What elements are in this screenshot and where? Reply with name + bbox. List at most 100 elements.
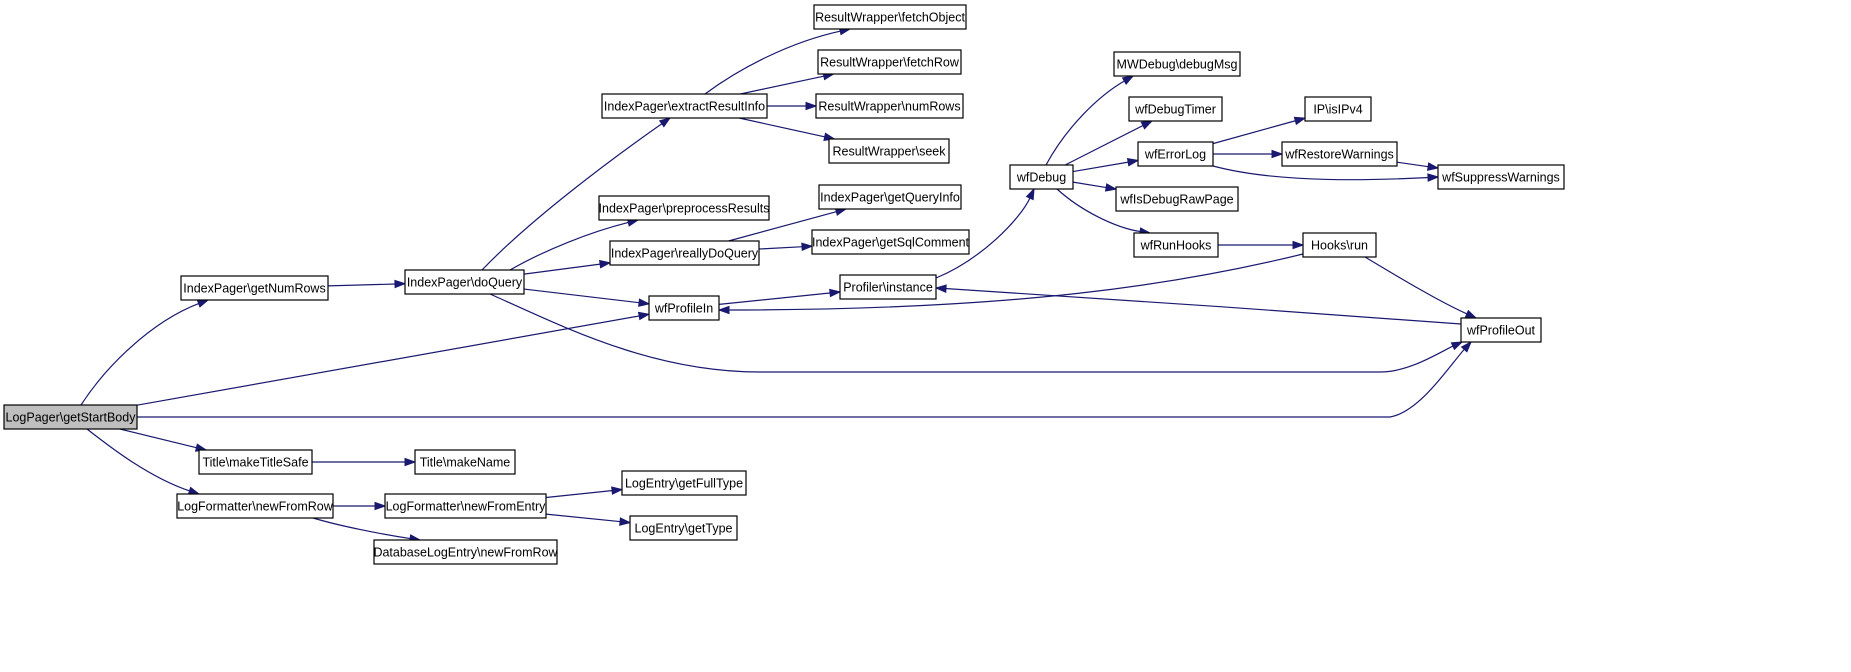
node-wfDebugTimer[interactable]: wfDebugTimer (1128, 96, 1223, 122)
node-box (621, 470, 747, 496)
node-profilerInstance[interactable]: Profiler\instance (839, 274, 937, 300)
edge-line (545, 489, 614, 499)
edge-arrowhead (1292, 240, 1305, 250)
node-box (180, 275, 329, 301)
edge-hooksRun-to-wfProfileIn (717, 253, 1304, 315)
node-box (818, 184, 962, 210)
edge-line (728, 210, 838, 242)
edge-line (758, 246, 804, 250)
node-newFromRow[interactable]: LogFormatter\newFromRow (176, 493, 334, 519)
node-getType[interactable]: LogEntry\getType (629, 515, 738, 541)
node-numRows[interactable]: ResultWrapper\numRows (815, 93, 964, 119)
node-dbNewFromRow[interactable]: DatabaseLogEntry\newFromRow (373, 539, 559, 565)
node-label: ResultWrapper\numRows (818, 100, 960, 114)
node-extractResultInfo[interactable]: IndexPager\extractResultInfo (601, 93, 768, 119)
node-fetchRow[interactable]: ResultWrapper\fetchRow (817, 49, 962, 75)
edge-newFromEntry-to-getType (545, 513, 632, 526)
node-wfRestoreWarnings[interactable]: wfRestoreWarnings (1281, 141, 1398, 167)
node-wfErrorLog[interactable]: wfErrorLog (1137, 141, 1214, 167)
edge-wfErrorLog-to-wfSuppressWarnings (1212, 165, 1440, 182)
edge-getNumRows-to-doQuery (327, 279, 407, 289)
node-wfDebug[interactable]: wfDebug (1009, 164, 1074, 190)
node-label: Title\makeName (420, 456, 511, 470)
node-wfSuppressWarnings[interactable]: wfSuppressWarnings (1437, 164, 1565, 190)
edge-arrowhead (599, 259, 612, 269)
node-label: DatabaseLogEntry\newFromRow (373, 546, 558, 560)
edge-line (1056, 188, 1142, 233)
node-getNumRows[interactable]: IndexPager\getNumRows (180, 275, 329, 301)
node-label: wfProfileIn (654, 302, 713, 316)
node-doQuery[interactable]: IndexPager\doQuery (404, 269, 525, 295)
edge-arrowhead (1104, 183, 1118, 192)
edge-extractResultInfo-to-fetchRow (740, 71, 836, 95)
edge-arrowhead (717, 305, 730, 315)
edge-arrowhead (611, 486, 624, 495)
node-box (828, 138, 950, 164)
node-wfIsDebugRawPage[interactable]: wfIsDebugRawPage (1115, 186, 1239, 212)
node-getSqlComment[interactable]: IndexPager\getSqlComment (811, 229, 970, 255)
node-box (815, 93, 964, 119)
edge-line (718, 292, 832, 305)
node-wfProfileOut[interactable]: wfProfileOut (1460, 317, 1542, 343)
node-wfRunHooks[interactable]: wfRunHooks (1133, 232, 1219, 258)
edge-line (727, 253, 1304, 311)
edge-line (509, 221, 630, 271)
edge-newFromEntry-to-getFullType (545, 486, 624, 499)
node-reallyDoQuery[interactable]: IndexPager\reallyDoQuery (609, 240, 760, 266)
node-label: Profiler\instance (843, 281, 933, 295)
node-label: wfErrorLog (1144, 148, 1206, 162)
node-box (384, 493, 547, 519)
node-label: wfRunHooks (1140, 239, 1212, 253)
node-box (598, 195, 770, 221)
node-preprocessResults[interactable]: IndexPager\preprocessResults (598, 195, 770, 221)
node-root[interactable]: LogPager\getStartBody (3, 404, 138, 430)
node-makeName[interactable]: Title\makeName (414, 449, 516, 475)
node-label: IndexPager\getNumRows (183, 282, 325, 296)
node-box (1128, 96, 1223, 122)
edge-wfRunHooks-to-hooksRun (1218, 240, 1305, 250)
node-seek[interactable]: ResultWrapper\seek (828, 138, 950, 164)
node-label: Hooks\run (1311, 239, 1368, 253)
edge-wfErrorLog-to-isIPv4 (1212, 116, 1307, 145)
edge-arrowhead (196, 299, 210, 308)
edge-line (481, 122, 663, 271)
edge-line (136, 315, 641, 406)
node-makeTitleSafe[interactable]: Title\makeTitleSafe (198, 449, 313, 475)
node-label: IndexPager\getQueryInfo (820, 191, 960, 205)
node-newFromEntry[interactable]: LogFormatter\newFromEntry (384, 493, 547, 519)
edge-root-to-wfProfileOut (137, 340, 1472, 418)
node-wfProfileIn[interactable]: wfProfileIn (648, 295, 720, 321)
node-getFullType[interactable]: LogEntry\getFullType (621, 470, 747, 496)
edge-arrowhead (934, 284, 947, 293)
node-box (1437, 164, 1565, 190)
edge-root-to-wfProfileIn (136, 311, 651, 406)
edge-line (1396, 161, 1430, 168)
edge-line (80, 302, 200, 406)
edge-line (327, 283, 397, 287)
node-label: LogPager\getStartBody (6, 411, 137, 425)
node-label: LogEntry\getFullType (625, 477, 743, 491)
node-hooksRun[interactable]: Hooks\run (1302, 232, 1377, 258)
node-debugMsg[interactable]: MWDebug\debugMsg (1113, 51, 1241, 77)
edge-doQuery-to-wfProfileOut (489, 293, 1464, 373)
edge-line (1212, 165, 1430, 181)
node-label: wfIsDebugRawPage (1119, 193, 1233, 207)
edge-arrowhead (1126, 157, 1140, 167)
edge-arrowhead (1460, 340, 1472, 353)
edge-arrowhead (1271, 149, 1284, 159)
node-box (414, 449, 516, 475)
edge-line (312, 517, 412, 540)
edge-line (523, 263, 602, 275)
node-box (1460, 317, 1542, 343)
node-label: LogFormatter\newFromRow (177, 500, 334, 514)
node-label: IndexPager\doQuery (407, 276, 523, 290)
edge-arrowhead (1427, 173, 1440, 182)
edge-newFromRow-to-dbNewFromRow (312, 517, 422, 543)
node-getQueryInfo[interactable]: IndexPager\getQueryInfo (818, 184, 962, 210)
edge-arrowhead (805, 101, 818, 111)
node-isIPv4[interactable]: IP\isIPv4 (1304, 96, 1372, 122)
node-fetchObject[interactable]: ResultWrapper\fetchObject (813, 4, 967, 30)
edge-arrowhead (619, 517, 632, 526)
node-box (1133, 232, 1219, 258)
edge-line (137, 348, 1466, 418)
